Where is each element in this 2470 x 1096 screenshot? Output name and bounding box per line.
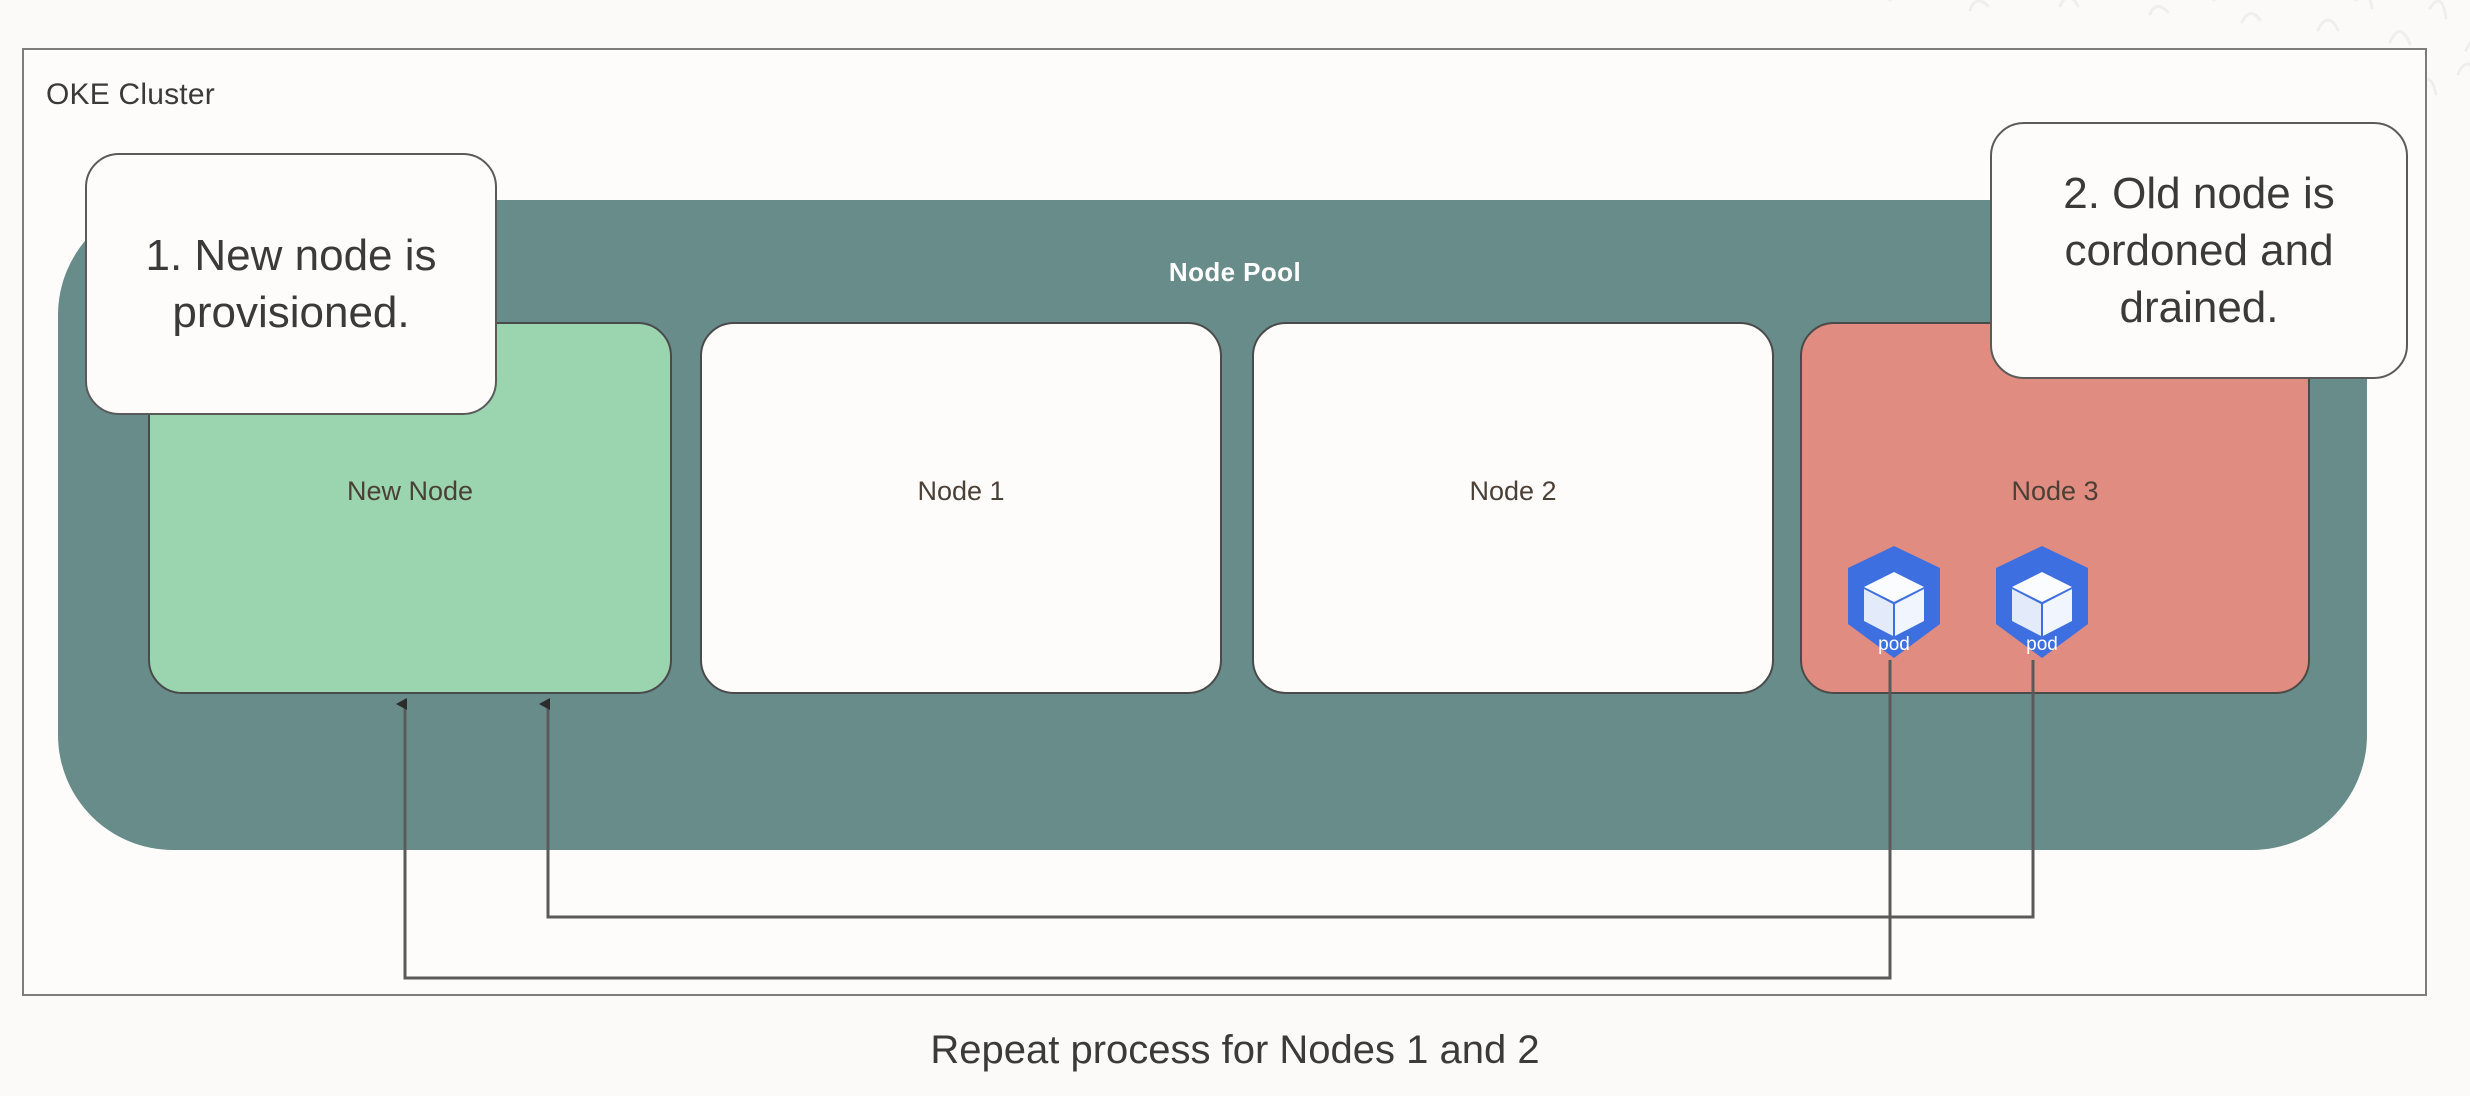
pod-label: pod [1878,634,1910,655]
node-label: New Node [346,476,474,506]
node-pool-title: Node Pool [1168,257,1302,287]
node-label: Node 3 [2011,476,2099,506]
pod-icon[interactable]: pod [1988,544,2096,660]
node-label: Node 1 [917,476,1005,506]
node-card-node-2[interactable]: Node 2 [1252,322,1774,694]
callout-step-2-text: 2. Old node is cordoned and drained. [2063,168,2335,333]
callout-step-2: 2. Old node is cordoned and drained. [1990,122,2408,379]
node-label: Node 2 [1469,476,1557,506]
node-card-node-1[interactable]: Node 1 [700,322,1222,694]
pod-icon[interactable]: pod [1840,544,1948,660]
callout-step-1: 1. New node is provisioned. [85,153,497,415]
oke-cluster-label: OKE Cluster [46,78,215,111]
callout-step-1-text: 1. New node is provisioned. [145,230,437,337]
pod-label: pod [2026,634,2058,655]
diagram-caption: Repeat process for Nodes 1 and 2 [930,1028,1540,1072]
